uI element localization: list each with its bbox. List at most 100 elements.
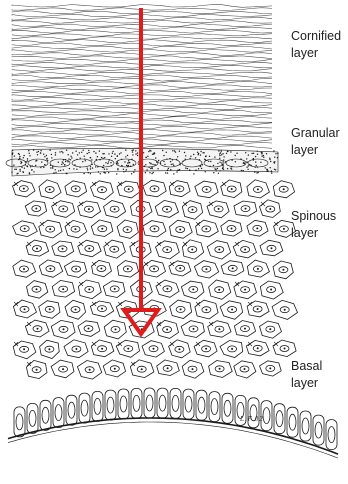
granule-dot xyxy=(256,165,257,166)
granule-dot xyxy=(107,163,108,164)
basal-layer-label: Basallayer xyxy=(291,358,322,392)
granule-dot xyxy=(242,170,243,171)
nucleolus xyxy=(23,268,25,270)
granule-dot xyxy=(105,162,106,163)
granule-dot xyxy=(30,166,31,167)
granule-dot xyxy=(170,169,171,170)
nucleolus xyxy=(166,329,168,331)
granule-dot xyxy=(26,165,27,166)
granule-dot xyxy=(267,169,268,170)
granule-dot xyxy=(87,168,88,169)
granule-dot xyxy=(256,172,257,173)
granule-dot xyxy=(170,161,171,162)
nucleolus xyxy=(154,228,156,230)
nucleolus xyxy=(192,209,194,211)
granule-dot xyxy=(265,167,266,168)
granule-dot xyxy=(145,164,146,165)
granule-dot xyxy=(125,149,126,150)
granular-layer-label: Granularlayer xyxy=(291,125,340,159)
granule-dot xyxy=(55,154,56,155)
granule-dot xyxy=(174,150,175,151)
nucleolus xyxy=(244,249,246,251)
granule-dot xyxy=(246,167,247,168)
granule-dot xyxy=(69,168,70,169)
granule-dot xyxy=(23,155,24,156)
granule-dot xyxy=(29,155,30,156)
granule-dot xyxy=(223,156,224,157)
granule-dot xyxy=(60,170,61,171)
granule-dot xyxy=(244,163,245,164)
granule-dot xyxy=(63,169,64,170)
granule-dot xyxy=(108,153,109,154)
granule-dot xyxy=(90,166,91,167)
granule-dot xyxy=(157,168,158,169)
granule-dot xyxy=(258,172,259,173)
nucleolus xyxy=(269,328,271,330)
granule-dot xyxy=(227,168,228,169)
nucleolus xyxy=(180,308,182,310)
granule-dot xyxy=(127,155,128,156)
granule-dot xyxy=(36,160,37,161)
granule-dot xyxy=(132,151,133,152)
nucleolus xyxy=(232,267,234,269)
granule-dot xyxy=(167,169,168,170)
nucleolus xyxy=(49,228,51,230)
granule-dot xyxy=(58,170,59,171)
granule-dot xyxy=(166,152,167,153)
nucleolus xyxy=(269,367,271,369)
granule-dot xyxy=(145,157,146,158)
granule-dot xyxy=(269,158,270,159)
granule-dot xyxy=(70,159,71,160)
nucleolus xyxy=(205,348,207,350)
granule-dot xyxy=(68,154,69,155)
nucleolus xyxy=(23,348,25,350)
granule-dot xyxy=(274,157,275,158)
granule-dot xyxy=(163,161,164,162)
granule-dot xyxy=(77,154,78,155)
granule-dot xyxy=(189,169,190,170)
nucleolus xyxy=(49,308,51,310)
granule-dot xyxy=(270,167,271,168)
granule-dot xyxy=(221,150,222,151)
nucleolus xyxy=(101,308,103,310)
nucleolus xyxy=(114,208,116,210)
granule-dot xyxy=(204,159,205,160)
nucleolus xyxy=(75,268,77,270)
nucleolus xyxy=(166,288,168,290)
granule-dot xyxy=(243,162,244,163)
nucleolus xyxy=(75,348,77,350)
nucleolus xyxy=(88,328,90,330)
granule-dot xyxy=(200,154,201,155)
nucleolus xyxy=(141,368,143,370)
granule-dot xyxy=(119,153,120,154)
granule-dot xyxy=(99,150,100,151)
granule-dot xyxy=(219,162,220,163)
granule-dot xyxy=(263,157,264,158)
granule-dot xyxy=(200,151,201,152)
cornified-layer-label: Cornifiedlayer xyxy=(291,28,341,62)
granule-dot xyxy=(108,161,109,162)
nucleolus xyxy=(62,248,64,250)
granule-dot xyxy=(14,169,15,170)
nucleolus xyxy=(63,328,65,330)
granule-dot xyxy=(171,164,172,165)
granule-dot xyxy=(62,152,63,153)
nucleolus xyxy=(100,268,102,270)
granule-dot xyxy=(43,167,44,168)
granule-dot xyxy=(227,151,228,152)
granule-dot xyxy=(12,150,13,151)
granule-dot xyxy=(35,165,36,166)
nucleolus xyxy=(153,268,155,270)
nucleolus xyxy=(205,309,207,311)
granule-dot xyxy=(38,151,39,152)
granule-dot xyxy=(75,151,76,152)
granule-dot xyxy=(46,158,47,159)
granule-dot xyxy=(273,150,274,151)
nucleolus xyxy=(192,288,194,290)
granule-dot xyxy=(88,150,89,151)
granule-dot xyxy=(126,165,127,166)
granule-dot xyxy=(184,152,185,153)
granule-dot xyxy=(111,156,112,157)
nucleolus xyxy=(206,188,208,190)
granule-dot xyxy=(257,151,258,152)
